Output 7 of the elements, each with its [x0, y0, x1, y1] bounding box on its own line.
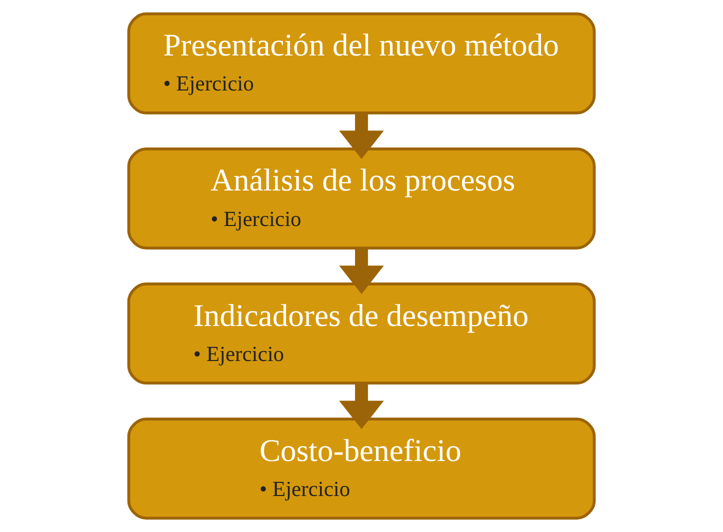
arrow — [339, 248, 384, 294]
node-box: Análisis de los procesos • Ejercicio — [127, 147, 596, 250]
node-box: Indicadores de desempeño • Ejercicio — [127, 282, 596, 385]
node-box: Presentación del nuevo método • Ejercicio — [127, 12, 596, 114]
arrow — [339, 113, 384, 160]
arrow — [339, 383, 384, 430]
node-box: Costo-beneficio • Ejercicio — [127, 418, 596, 520]
